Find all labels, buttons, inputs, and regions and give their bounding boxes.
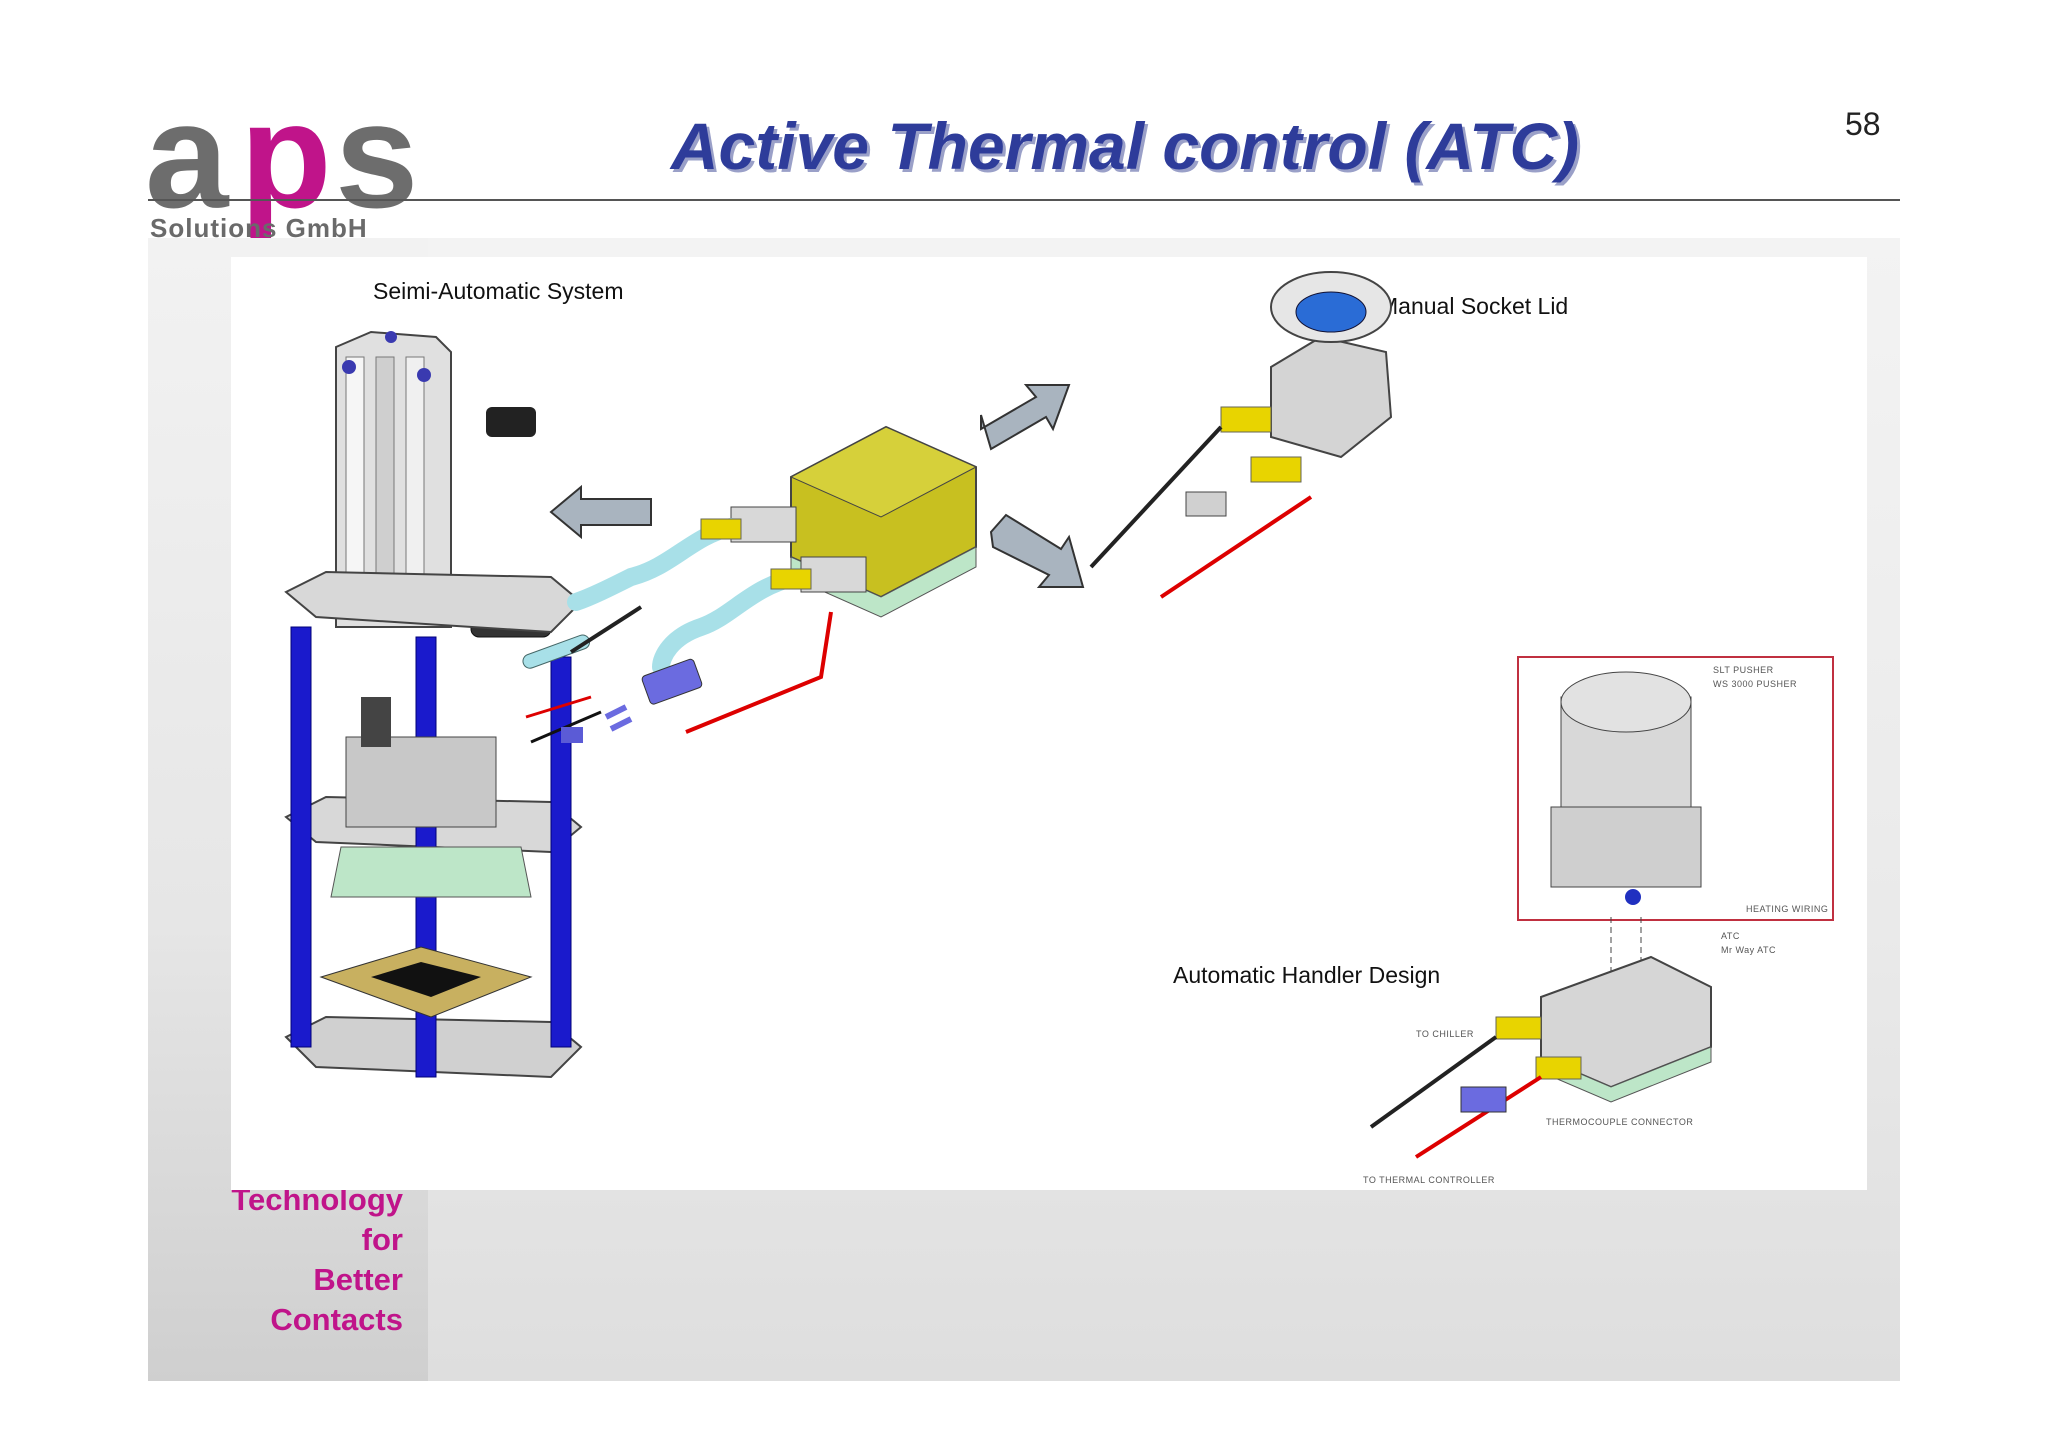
- tagline-line: Better: [313, 1262, 403, 1297]
- caption-automatic-handler: Automatic Handler Design: [1173, 962, 1441, 988]
- label-heating-wiring: HEATING WIRING: [1746, 904, 1829, 914]
- figure-drawing: [284, 271, 1834, 1159]
- label-thermocouple: THERMOCOUPLE CONNECTOR: [1546, 1117, 1694, 1127]
- page-number: 58: [1845, 106, 1881, 142]
- tagline-line: Contacts: [270, 1302, 403, 1337]
- logo-letter-s: s: [335, 71, 418, 239]
- slide-title: Active Thermal control (ATC): [670, 109, 1580, 183]
- tagline-line: for: [361, 1222, 403, 1257]
- label-to-controller: TO THERMAL CONTROLLER: [1363, 1175, 1495, 1185]
- semi-automatic-system-drawing: [284, 330, 602, 1079]
- arrow-down-right-icon: [989, 513, 1085, 588]
- label-slt-pusher: SLT PUSHER: [1713, 665, 1774, 675]
- center-atc-unit-drawing: [567, 425, 978, 734]
- arrow-up-right-icon: [980, 384, 1071, 451]
- caption-semi-automatic: Seimi-Automatic System: [373, 278, 624, 304]
- arrow-left-icon: [549, 484, 652, 540]
- label-atc: ATC: [1721, 931, 1740, 941]
- label-ws-pusher: WS 3000 PUSHER: [1713, 679, 1798, 689]
- automatic-handler-drawing: [1369, 656, 1834, 1159]
- logo-letter-p: p: [240, 71, 332, 239]
- company-logo: a p s: [145, 80, 425, 250]
- manual-socket-lid-drawing: [1089, 271, 1393, 599]
- header-divider: [148, 199, 1900, 201]
- label-to-chiller: TO CHILLER: [1416, 1029, 1474, 1039]
- label-atc-sub: Mr Way ATC: [1721, 945, 1776, 955]
- caption-manual-lid: Manual Socket Lid: [1379, 293, 1569, 319]
- logo-letter-a: a: [145, 71, 228, 239]
- atc-figure: Seimi-Automatic System Manual Socket Lid…: [231, 257, 1867, 1190]
- tagline: Technology for Better Contacts: [150, 1180, 403, 1340]
